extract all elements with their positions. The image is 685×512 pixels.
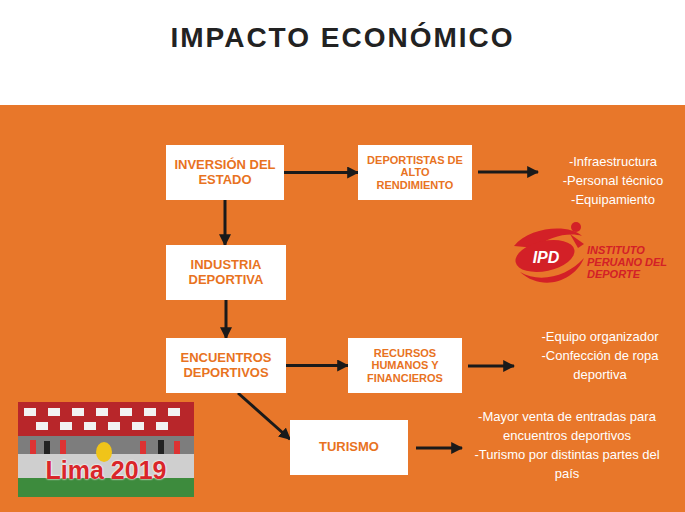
stadium-photo [18, 402, 194, 497]
flow-arrow [286, 364, 348, 367]
flow-arrow [224, 200, 227, 245]
list-item: -Infraestructura [548, 153, 678, 172]
leader-arrow [416, 447, 462, 450]
process-box: INDUSTRIA DEPORTIVA [166, 245, 286, 300]
flow-arrow [225, 300, 228, 338]
ipd-logo [513, 222, 584, 283]
diagram-title: IMPACTO ECONÓMICO [0, 22, 685, 54]
process-box: TURISMO [290, 420, 408, 475]
logo-initials: IPD [524, 246, 568, 269]
box-label: RECURSOS HUMANOS Y FINANCIEROS [355, 347, 455, 383]
process-box: DEPORTISTAS DE ALTO RENDIMIENTO [358, 145, 472, 200]
box-label: ENCUENTROS DEPORTIVOS [173, 351, 279, 380]
list-item: -Turismo por distintas partes del país [474, 446, 660, 484]
list-item: -Equipo organizador [520, 328, 680, 347]
logo-name: INSTITUTO PERUANO DEL DEPORTE [587, 244, 681, 280]
list-item: -Equipamiento [548, 191, 678, 210]
list-item: -Personal técnico [548, 172, 678, 191]
list-item: -Confección de ropa deportiva [520, 347, 680, 385]
list-item: -Mayor venta de entradas para encuentros… [474, 408, 660, 446]
process-box: ENCUENTROS DEPORTIVOS [166, 338, 286, 393]
box-label: TURISMO [319, 440, 379, 454]
process-box: RECURSOS HUMANOS Y FINANCIEROS [348, 338, 462, 393]
flow-arrow [284, 171, 358, 174]
flow-arrow [238, 393, 290, 439]
process-box: INVERSIÓN DEL ESTADO [166, 145, 284, 200]
leader-arrow [468, 365, 514, 368]
leader-arrow [478, 171, 538, 174]
box-label: INVERSIÓN DEL ESTADO [173, 158, 277, 187]
box-label: INDUSTRIA DEPORTIVA [173, 258, 279, 287]
photo-sign: Lima 2019 [22, 452, 190, 488]
box-label: DEPORTISTAS DE ALTO RENDIMIENTO [365, 154, 465, 190]
